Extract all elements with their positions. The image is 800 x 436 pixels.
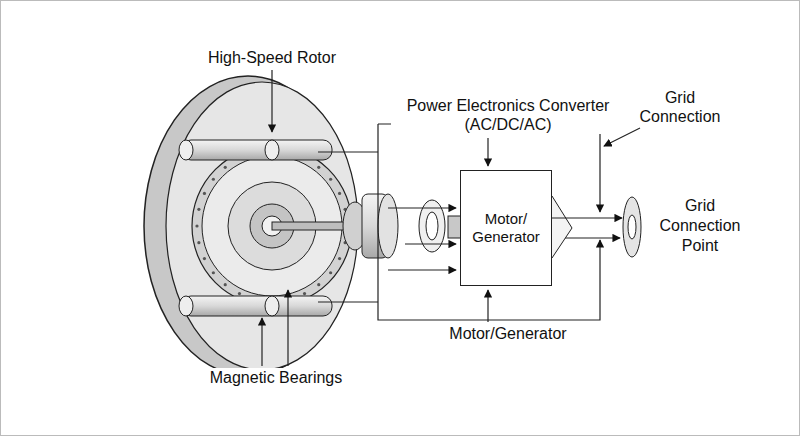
- box-label: Motor/ Generator: [467, 210, 545, 246]
- coupling-face: [378, 194, 398, 258]
- leader-lines: [262, 70, 640, 366]
- magnetic-bearing-bottom: [179, 296, 332, 316]
- wiring: [318, 124, 620, 320]
- output-chevron: [552, 196, 572, 258]
- magnetic-bearing-top: [179, 140, 332, 160]
- grid-point-label: Grid Connection Point: [652, 196, 748, 256]
- process-box: Motor/ Generator: [460, 170, 552, 286]
- part-label: Motor/Generator: [421, 324, 595, 343]
- part-label: Magnetic Bearings: [189, 368, 363, 387]
- grid-connection-disc: Grid Connection Point: [622, 196, 642, 258]
- power-connector: [552, 217, 622, 218]
- part-label: High-Speed Rotor: [185, 48, 359, 67]
- part-label: Grid Connection: [623, 88, 737, 126]
- part-label: Power Electronics Converter (AC/DC/AC): [391, 96, 625, 134]
- shaft: [272, 222, 352, 230]
- flywheel-face: [166, 82, 358, 370]
- rotor-ring: [192, 146, 352, 306]
- rotor-ring-hole: [426, 212, 438, 240]
- disc-outline: [622, 196, 642, 258]
